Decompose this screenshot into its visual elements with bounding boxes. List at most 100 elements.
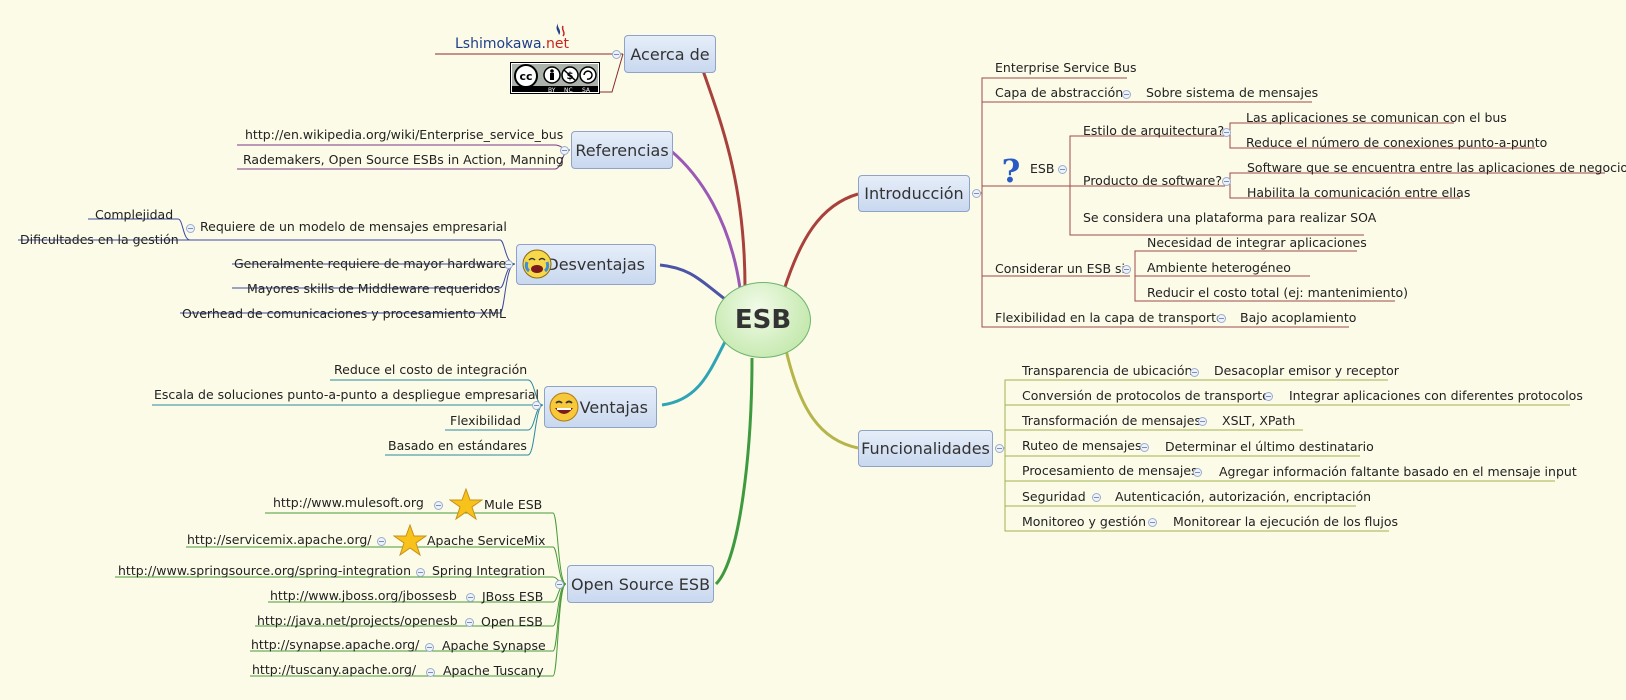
- product-apache-tuscany: Apache Tuscany: [443, 663, 544, 678]
- product-servicemix: Apache ServiceMix: [427, 533, 546, 548]
- topic-funcionalidades[interactable]: Funcionalidades: [858, 430, 993, 467]
- collapse-toggle[interactable]: [186, 224, 195, 233]
- collapse-toggle[interactable]: [1058, 165, 1067, 174]
- license-tag-by: BY: [548, 87, 556, 94]
- feature-protocol-child: Integrar aplicaciones con diferentes pro…: [1289, 388, 1583, 403]
- collapse-toggle[interactable]: [1092, 493, 1101, 502]
- product-jboss-url[interactable]: http://www.jboss.org/jbossesb: [270, 588, 457, 603]
- collapse-toggle[interactable]: [416, 568, 425, 577]
- feature-protocol-conversion: Conversión de protocolos de transporte: [1022, 388, 1270, 403]
- collapse-toggle[interactable]: [377, 537, 386, 546]
- license-tag-nc: NC: [564, 87, 573, 94]
- question-mark-icon: ?: [998, 152, 1024, 192]
- advantage-flexibility: Flexibilidad: [450, 413, 521, 428]
- advantage-cost: Reduce el costo de integración: [334, 362, 528, 377]
- feature-monitoring: Monitoreo y gestión: [1022, 514, 1147, 529]
- reference-wikipedia[interactable]: http://en.wikipedia.org/wiki/Enterprise_…: [245, 127, 564, 142]
- feature-monitoring-child: Monitorear la ejecución de los flujos: [1173, 514, 1398, 529]
- collapse-toggle[interactable]: [1122, 265, 1131, 274]
- collapse-toggle[interactable]: [425, 643, 434, 652]
- topic-referencias[interactable]: Referencias: [571, 131, 673, 169]
- topic-acerca-de[interactable]: Acerca de: [624, 35, 716, 73]
- intro-abstraction: Capa de abstracción: [995, 85, 1124, 100]
- product-tuscany-url[interactable]: http://tuscany.apache.org/: [252, 662, 417, 677]
- collapse-toggle[interactable]: [560, 146, 569, 155]
- feature-security: Seguridad: [1022, 489, 1086, 504]
- product-open-esb: Open ESB: [481, 614, 543, 629]
- collapse-toggle[interactable]: [426, 668, 435, 677]
- collapse-toggle[interactable]: [1222, 128, 1231, 137]
- svg-text:cc: cc: [519, 70, 532, 83]
- intro-product-child-2: Habilita la comunicación entre ellas: [1247, 185, 1471, 200]
- feature-location-transparency: Transparencia de ubicación: [1022, 363, 1193, 378]
- intro-style-child-1: Las aplicaciones se comunican con el bus: [1246, 110, 1507, 125]
- disadvantage-model: Requiere de un modelo de mensajes empres…: [200, 219, 507, 234]
- intro-esb: ESB: [1030, 161, 1055, 176]
- collapse-toggle[interactable]: [434, 501, 443, 510]
- intro-abstraction-child: Sobre sistema de mensajes: [1146, 85, 1319, 100]
- logo-text: Lshimokawa.net: [455, 36, 569, 52]
- product-synapse-url[interactable]: http://synapse.apache.org/: [251, 637, 420, 652]
- disadvantage-skills: Mayores skills de Middleware requeridos: [247, 281, 501, 296]
- crying-face-icon: [521, 248, 553, 284]
- product-jboss-esb: JBoss ESB: [482, 589, 544, 604]
- collapse-toggle[interactable]: [555, 580, 564, 589]
- intro-style-child-2: Reduce el número de conexiones punto-a-p…: [1246, 135, 1548, 150]
- disadvantage-complexity: Complejidad: [95, 207, 174, 222]
- star-icon: [448, 487, 484, 524]
- topic-introduccion[interactable]: Introducción: [858, 175, 970, 212]
- reference-book: Rademakers, Open Source ESBs in Action, …: [243, 152, 564, 167]
- feature-message-transformation: Transformación de mensajes: [1022, 413, 1201, 428]
- svg-text:?: ?: [1002, 154, 1021, 188]
- product-spring-integration: Spring Integration: [432, 563, 546, 578]
- intro-software-product: Producto de software?: [1083, 173, 1222, 188]
- intro-flexibility-child: Bajo acoplamiento: [1240, 310, 1357, 325]
- collapse-toggle[interactable]: [504, 260, 513, 269]
- collapse-toggle[interactable]: [1217, 314, 1226, 323]
- laughing-face-icon: [548, 391, 580, 427]
- intro-consider: Considerar un ESB si: [995, 261, 1126, 276]
- feature-transformation-child: XSLT, XPath: [1222, 413, 1296, 428]
- collapse-toggle[interactable]: [612, 50, 621, 59]
- disadvantage-hardware: Generalmente requiere de mayor hardware: [234, 256, 507, 271]
- product-openesb-url[interactable]: http://java.net/projects/openesb: [257, 613, 458, 628]
- intro-product-child-1: Software que se encuentra entre las apli…: [1247, 160, 1626, 175]
- product-spring-url[interactable]: http://www.springsource.org/spring-integ…: [118, 563, 411, 578]
- collapse-toggle[interactable]: [1148, 518, 1157, 527]
- product-mule-url[interactable]: http://www.mulesoft.org: [273, 495, 424, 510]
- disadvantage-overhead: Overhead de comunicaciones y procesamien…: [182, 306, 506, 321]
- collapse-toggle[interactable]: [1222, 177, 1231, 186]
- advantage-scale: Escala de soluciones punto-a-punto a des…: [154, 387, 539, 402]
- product-apache-synapse: Apache Synapse: [442, 638, 546, 653]
- collapse-toggle[interactable]: [1264, 392, 1273, 401]
- feature-processing-child: Agregar información faltante basado en e…: [1219, 464, 1577, 479]
- feature-routing-child: Determinar el último destinatario: [1165, 439, 1374, 454]
- collapse-toggle[interactable]: [532, 401, 541, 410]
- creative-commons-license-badge: cc $ BY NC SA: [510, 62, 600, 98]
- intro-consider-child-1: Necesidad de integrar aplicaciones: [1147, 235, 1367, 250]
- advantage-standards: Basado en estándares: [388, 438, 527, 453]
- intro-architecture-style: Estilo de arquitectura?: [1083, 123, 1225, 138]
- collapse-toggle[interactable]: [1140, 443, 1149, 452]
- collapse-toggle[interactable]: [1198, 417, 1207, 426]
- collapse-toggle[interactable]: [1190, 368, 1199, 377]
- disadvantage-management: Dificultades en la gestión: [20, 232, 179, 247]
- collapse-toggle[interactable]: [465, 618, 474, 627]
- central-topic[interactable]: ESB: [715, 282, 811, 358]
- intro-consider-child-3: Reducir el costo total (ej: mantenimient…: [1147, 285, 1409, 300]
- feature-security-child: Autenticación, autorización, encriptació…: [1115, 489, 1372, 504]
- topic-desventajas[interactable]: Desventajas: [516, 244, 656, 285]
- lshimokawa-logo: Lshimokawa.net: [455, 18, 580, 54]
- topic-open-source-esb[interactable]: Open Source ESB: [567, 565, 714, 603]
- product-servicemix-url[interactable]: http://servicemix.apache.org/: [187, 532, 372, 547]
- collapse-toggle[interactable]: [995, 444, 1004, 453]
- intro-consider-child-2: Ambiente heterogéneo: [1147, 260, 1291, 275]
- intro-flexibility: Flexibilidad en la capa de transporte: [995, 310, 1224, 325]
- collapse-toggle[interactable]: [1193, 468, 1202, 477]
- collapse-toggle[interactable]: [466, 593, 475, 602]
- collapse-toggle[interactable]: [972, 189, 981, 198]
- intro-soa-platform: Se considera una plataforma para realiza…: [1083, 210, 1377, 225]
- feature-location-child: Desacoplar emisor y receptor: [1214, 363, 1399, 378]
- collapse-toggle[interactable]: [1122, 90, 1131, 99]
